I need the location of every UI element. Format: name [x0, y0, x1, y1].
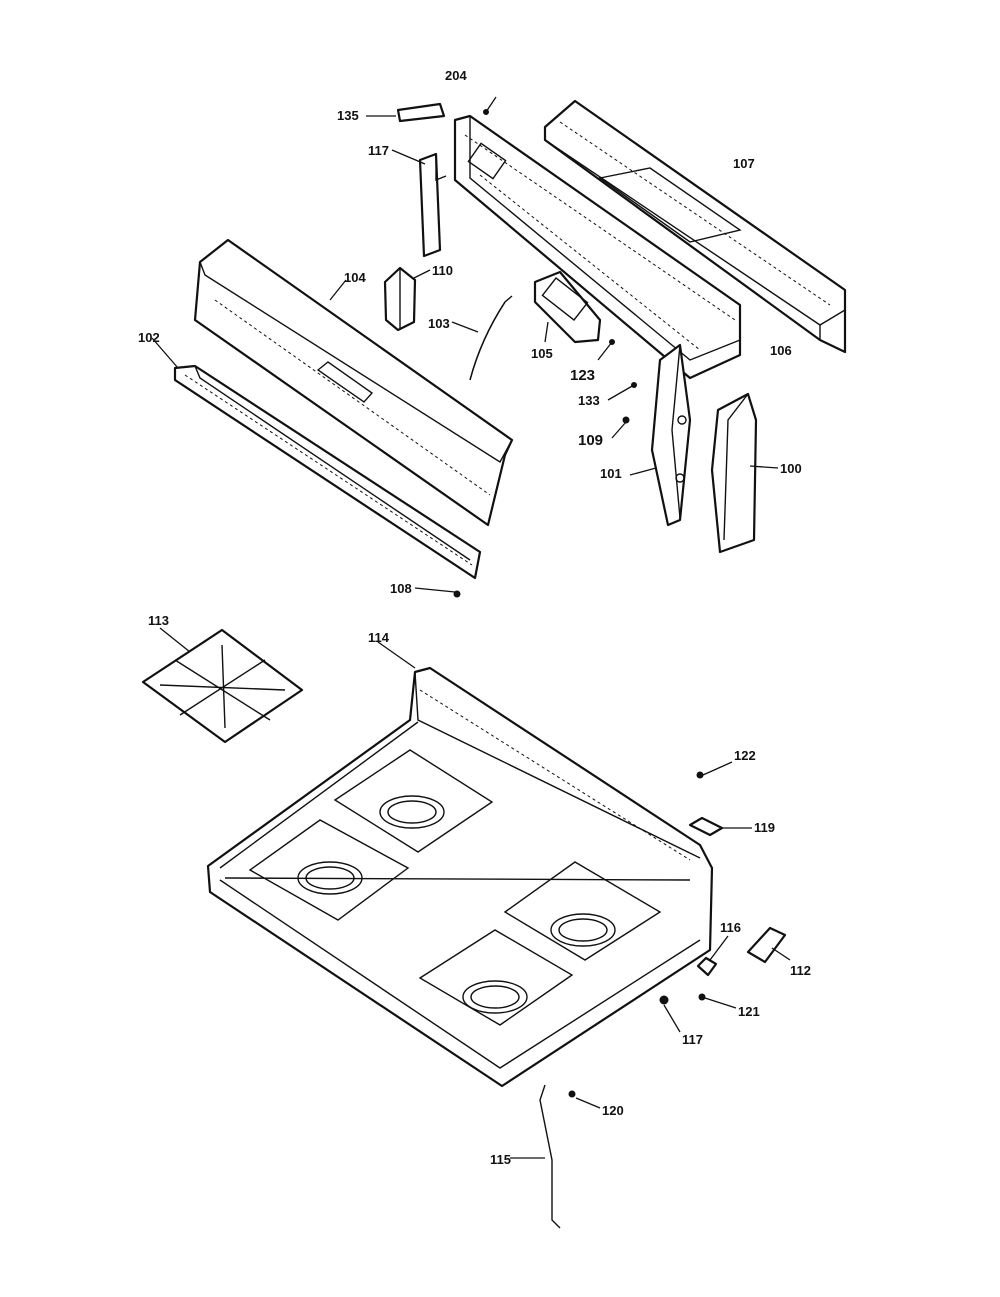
- label-104: 104: [344, 270, 366, 285]
- part-122-screw: [696, 761, 733, 779]
- part-labels: 204 135 117 107 110 104 102 103 105 123 …: [138, 68, 811, 1167]
- label-116: 116: [720, 920, 741, 935]
- part-100-end-cap: [710, 392, 779, 554]
- label-117-lower: 117: [682, 1032, 703, 1047]
- part-113-grate: [141, 627, 304, 744]
- part-133-screw: [607, 382, 637, 401]
- part-106-backguard: [453, 114, 742, 380]
- label-133: 133: [578, 393, 600, 408]
- label-123: 123: [570, 367, 595, 384]
- label-119: 119: [754, 820, 775, 835]
- label-114: 114: [368, 630, 390, 645]
- part-117-bracket: [391, 149, 447, 258]
- label-112: 112: [790, 963, 811, 978]
- part-119-clip: [688, 816, 752, 837]
- label-122: 122: [734, 748, 756, 763]
- label-106: 106: [770, 343, 792, 358]
- part-107-rear-cover: [543, 99, 847, 354]
- label-135: 135: [337, 108, 359, 123]
- label-103: 103: [428, 316, 450, 331]
- part-112-bracket: [746, 926, 791, 964]
- label-121: 121: [738, 1004, 760, 1019]
- label-115: 115: [490, 1152, 511, 1167]
- part-123-screw: [597, 339, 615, 361]
- label-117-upper: 117: [368, 143, 389, 158]
- part-117-plug: [659, 995, 681, 1033]
- label-113: 113: [148, 613, 169, 628]
- label-105: 105: [531, 346, 553, 361]
- part-114-cooktop: [206, 641, 714, 1088]
- label-100: 100: [780, 461, 802, 476]
- part-105-clock: [533, 270, 602, 344]
- label-102: 102: [138, 330, 160, 345]
- part-101-bracket: [629, 343, 692, 527]
- label-110: 110: [432, 263, 453, 278]
- part-135-clip: [366, 102, 446, 123]
- part-120-screw: [568, 1090, 601, 1109]
- part-104-control-panel: [193, 238, 514, 527]
- label-120: 120: [602, 1103, 624, 1118]
- part-109-screw: [611, 416, 630, 439]
- part-116-spring: [696, 935, 729, 977]
- label-204: 204: [445, 68, 467, 83]
- part-115-rod: [510, 1084, 561, 1229]
- label-109: 109: [578, 432, 603, 449]
- label-108: 108: [390, 581, 412, 596]
- part-121-screw: [698, 993, 737, 1009]
- part-103-wire: [451, 295, 513, 381]
- part-110-switch: [383, 266, 431, 332]
- part-204-screw: [483, 96, 497, 115]
- part-102-trim: [151, 337, 482, 580]
- part-108-screw: [414, 587, 461, 598]
- label-101: 101: [600, 466, 622, 481]
- label-107: 107: [733, 156, 755, 171]
